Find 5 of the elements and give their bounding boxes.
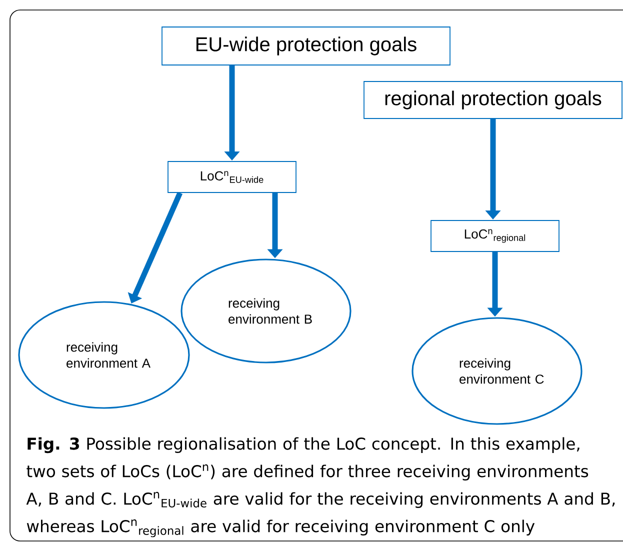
goal-box: regional protection goals — [364, 81, 622, 119]
figure-caption: Fig. 3 Possible regionalisation of the LoC concept. In this example, two sets of LoCs (LoC$^{n}$) are defined for three receiving environments A, B and C. LoC$^{n}$$_{EU-wide}$ are valid for the receiving environments A and B, whereas LoC$^{n}$$_{regional}$ are valid for receiving environment C only — [26, 437, 615, 538]
loc-box: LoC$^{n}$EU-wide — [168, 161, 296, 193]
loc-box: LoC$^{n}$regional — [430, 220, 560, 252]
goal-box: EU-wide protection goals — [162, 26, 450, 66]
